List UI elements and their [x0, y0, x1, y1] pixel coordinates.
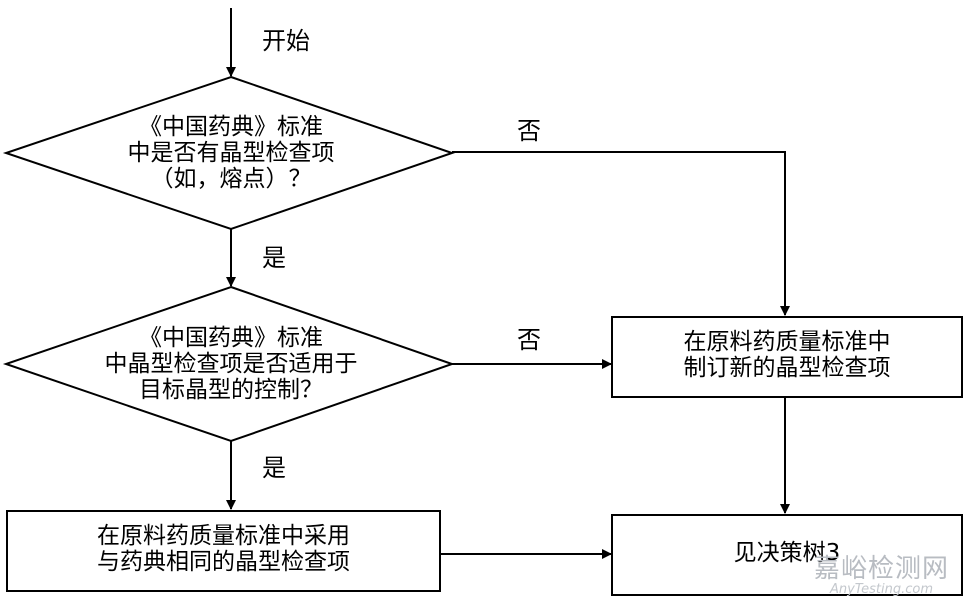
decision2-line-1: 《中国药典》标准: [139, 325, 323, 351]
decision2-line-3: 目标晶型的控制？: [139, 377, 323, 403]
box-new-test-line-2: 制订新的晶型检查项: [683, 355, 891, 381]
decision1-no-arrow: [452, 151, 790, 316]
box-decision-tree-label: 见决策树3: [733, 540, 841, 566]
decision2-no-label: 否: [517, 326, 541, 354]
decision1-text: 《中国药典》标准 中是否有晶型检查项 （如，熔点）？: [50, 114, 412, 192]
box-new-test: [611, 316, 963, 398]
decision1-no-label: 否: [517, 117, 541, 145]
watermark-english: AnyTesting.com: [829, 582, 933, 597]
box-new-test-text: 在原料药质量标准中 制订新的晶型检查项: [612, 329, 962, 381]
decision1-line-1: 《中国药典》标准: [139, 114, 323, 140]
decision2-line-2: 中晶型检查项是否适用于: [104, 351, 358, 377]
start-label: 开始: [262, 27, 310, 55]
box-adopt-test-line-1: 在原料药质量标准中采用: [97, 523, 350, 549]
decision1-line-2: 中是否有晶型检查项: [127, 140, 335, 166]
decision1-line-3: （如，熔点）？: [150, 166, 312, 192]
watermark: 嘉峪检测网 AnyTesting.com: [814, 555, 949, 597]
decision2-yes-label: 是: [262, 454, 286, 482]
box-decision-tree-text: 见决策树3: [612, 540, 962, 566]
box-adopt-test-line-2: 与药典相同的晶型检查项: [97, 549, 350, 575]
box-decision-tree: [611, 514, 963, 596]
watermark-chinese: 嘉峪检测网: [813, 554, 949, 584]
box-adopt-test: [6, 510, 441, 592]
box-new-test-line-1: 在原料药质量标准中: [683, 329, 891, 355]
decision2-text: 《中国药典》标准 中晶型检查项是否适用于 目标晶型的控制？: [40, 325, 422, 403]
box-adopt-test-text: 在原料药质量标准中采用 与药典相同的晶型检查项: [7, 523, 440, 575]
decision1-yes-label: 是: [262, 244, 286, 272]
